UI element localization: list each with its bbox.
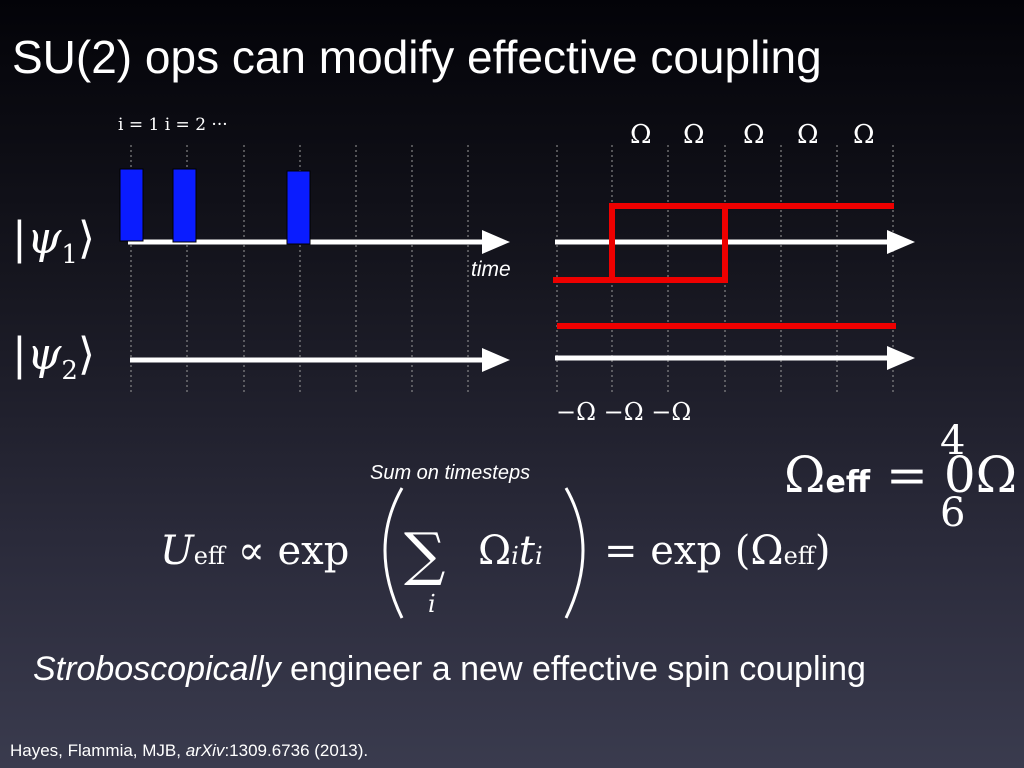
equation-lhs: Ueff ∝ exp <box>160 528 350 574</box>
equation-rhs: = exp (Ωeff) <box>604 528 831 574</box>
omega-eff-formula: Ωeff = 0Ω <box>784 446 1018 504</box>
negative-omega-labels: −Ω −Ω −Ω <box>556 398 692 426</box>
ket-psi2: |ψ2⟩ <box>12 329 96 386</box>
right-paren <box>564 487 585 619</box>
pulse-2 <box>172 168 197 243</box>
pulse-1 <box>119 168 144 242</box>
sum-term: Ωiti <box>478 528 543 574</box>
sum-index: i <box>428 590 436 618</box>
index-labels: i = 1 i = 2 ··· <box>118 115 228 135</box>
omega-label-1: Ω <box>630 120 652 150</box>
sum-on-timesteps-label: Sum on timesteps <box>370 462 531 484</box>
sum-symbol: ∑ <box>404 520 446 588</box>
omega-label-2: Ω <box>683 120 705 150</box>
fraction-numerator: 4 <box>940 418 966 464</box>
omega-label-3: Ω <box>743 120 765 150</box>
omega-label-4: Ω <box>797 120 819 150</box>
ket-psi1: |ψ1⟩ <box>12 213 96 270</box>
time-label: time <box>471 258 511 281</box>
left-time-arrow-2 <box>130 348 510 372</box>
tagline: Stroboscopically engineer a new effectiv… <box>33 650 866 688</box>
red-coupling-path-1 <box>553 203 728 283</box>
citation: Hayes, Flammia, MJB, arXiv:1309.6736 (20… <box>10 741 369 760</box>
fraction-denominator: 6 <box>940 490 966 536</box>
pulse-3 <box>286 170 311 245</box>
omega-label-5: Ω <box>853 120 875 150</box>
left-paren <box>383 487 404 619</box>
slide-title: SU(2) ops can modify effective coupling <box>12 31 822 83</box>
right-time-arrow-2 <box>555 346 915 370</box>
